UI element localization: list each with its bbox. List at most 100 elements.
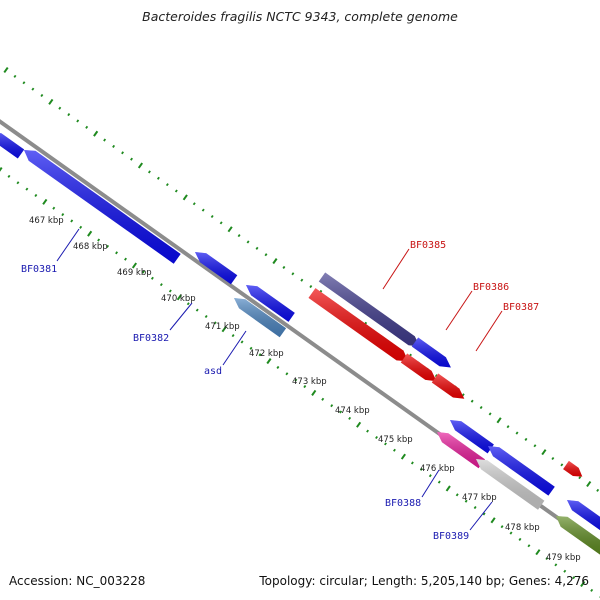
tick-mark	[578, 476, 582, 480]
tick-mark	[445, 485, 451, 492]
tick-mark	[204, 314, 208, 319]
tick-mark	[541, 449, 547, 456]
connector-bf0389	[469, 501, 493, 531]
tick-mark	[115, 251, 119, 255]
kbp-label: 467 kbp	[29, 216, 64, 226]
tick-mark	[186, 302, 190, 306]
tick-mark	[58, 106, 62, 110]
tick-mark	[25, 187, 29, 191]
tick-mark	[309, 285, 313, 289]
tick-mark	[266, 358, 272, 365]
kbp-label: 475 kbp	[378, 435, 413, 445]
map-title: Bacteroides fragilis NCTC 9343, complete…	[142, 9, 458, 24]
tick-mark	[455, 493, 459, 497]
tick-mark	[131, 262, 138, 269]
tick-mark	[249, 346, 253, 350]
tick-mark	[61, 213, 65, 217]
tick-mark	[255, 246, 259, 250]
tick-mark	[473, 506, 477, 510]
tick-mark	[496, 417, 502, 424]
gene-blue-a-shade	[246, 285, 295, 322]
tick-mark	[112, 144, 116, 148]
tick-mark	[156, 176, 160, 180]
tick-mark	[285, 372, 289, 376]
tick-mark	[500, 525, 504, 529]
tick-mark	[7, 174, 11, 178]
tick-mark	[85, 125, 89, 129]
kbp-label: 474 kbp	[335, 406, 370, 416]
tick-mark	[13, 74, 17, 78]
tick-mark	[554, 563, 558, 567]
tick-mark	[213, 321, 217, 325]
tick-mark	[535, 549, 541, 556]
tick-mark	[124, 257, 127, 261]
gene-labels[interactable]: BF0381 BF0382 asd BF0388 BF0389 BF0385 B…	[21, 240, 539, 542]
tick-mark	[31, 87, 35, 91]
tick-mark	[130, 157, 133, 161]
tick-mark	[300, 278, 304, 282]
tick-mark	[192, 202, 196, 206]
gene-features[interactable]	[0, 132, 600, 556]
tick-mark	[393, 448, 396, 452]
tick-mark	[165, 183, 169, 187]
gene-bf0380-shade	[0, 133, 25, 159]
gene-label-bf0387[interactable]: BF0387	[503, 302, 539, 313]
tick-mark	[437, 480, 441, 484]
gene-bf0385b-shade	[411, 337, 451, 368]
tick-mark	[264, 253, 268, 257]
kbp-label: 470 kbp	[161, 294, 196, 304]
gene-label-bf0385[interactable]: BF0385	[410, 240, 446, 251]
tick-mark	[434, 374, 438, 378]
tick-mark	[0, 166, 3, 172]
tick-mark	[560, 463, 564, 467]
kbp-label: 473 kbp	[292, 377, 327, 387]
topology-text: Topology: circular; Length: 5,205,140 bp…	[259, 574, 589, 588]
gene-label-bf0382[interactable]: BF0382	[133, 333, 169, 344]
tick-mark	[121, 151, 125, 155]
connector-bf0381	[56, 228, 80, 262]
tick-mark	[366, 429, 370, 433]
tick-mark	[276, 365, 280, 369]
tick-mark	[303, 385, 307, 389]
tick-mark	[182, 194, 188, 201]
tick-mark	[461, 393, 465, 397]
tick-mark	[272, 258, 278, 265]
tick-mark	[176, 294, 182, 301]
tick-mark	[563, 569, 567, 573]
tick-mark	[518, 537, 522, 541]
gene-label-bf0386[interactable]: BF0386	[473, 282, 509, 293]
accession-text: Accession: NC_003228	[9, 574, 146, 588]
gene-label-bf0381[interactable]: BF0381	[21, 264, 57, 275]
tick-mark	[515, 431, 519, 435]
tick-mark	[42, 198, 48, 205]
tick-mark	[34, 193, 38, 198]
tick-mark	[237, 234, 241, 238]
gene-label-bf0388[interactable]: BF0388	[385, 498, 421, 509]
tick-mark	[16, 181, 20, 185]
tick-mark	[76, 119, 80, 123]
tick-mark	[470, 399, 474, 403]
tick-mark	[137, 162, 144, 169]
tick-mark	[141, 270, 145, 274]
tick-mark	[174, 189, 178, 193]
gene-label-bf0389[interactable]: BF0389	[433, 531, 469, 542]
gene-bf0386b-shade	[400, 353, 437, 382]
tick-mark	[219, 221, 223, 225]
tick-mark	[488, 412, 492, 416]
label-connectors	[56, 228, 503, 531]
connector-asd	[222, 330, 247, 366]
kbp-label: 471 kbp	[205, 322, 240, 332]
tick-mark	[40, 93, 44, 98]
gene-label-asd[interactable]: asd	[204, 366, 222, 377]
tick-mark	[524, 437, 528, 441]
tick-mark	[586, 480, 592, 488]
tick-mark	[375, 435, 378, 440]
gene-bf0381-shade	[24, 150, 181, 264]
tick-mark	[67, 113, 71, 117]
tick-mark	[147, 170, 151, 174]
gene-asd-shade	[234, 298, 287, 338]
connector-bf0387	[475, 310, 503, 352]
tick-mark	[227, 226, 233, 233]
gene-bf0385-shade	[318, 272, 420, 347]
